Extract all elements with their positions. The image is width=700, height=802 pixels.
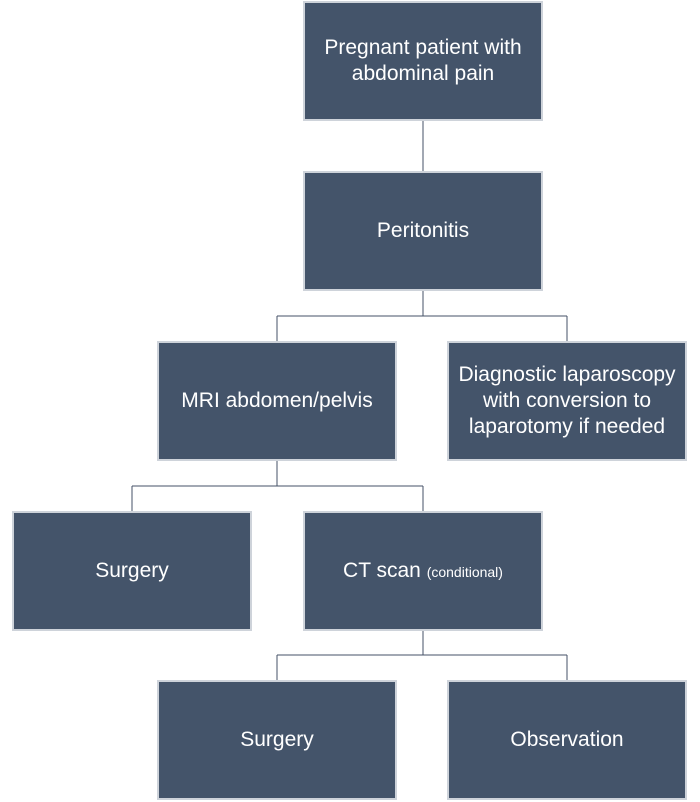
node-surgery-left-label: Surgery [95,559,169,582]
node-ct-scan: CT scan (conditional) [303,511,543,631]
node-peritonitis-label: Peritonitis [376,219,470,242]
node-ct-scan-label: CT scan [343,558,421,582]
node-surgery-bottom: Surgery [157,680,397,800]
node-observation-label: Observation [510,728,624,751]
node-mri: MRI abdomen/pelvis [157,341,397,461]
node-peritonitis: Peritonitis [303,171,543,291]
node-ct-scan-content: CT scan (conditional) [343,558,503,585]
node-pregnant-patient-label: Pregnant patient with abdominal pain [324,36,522,85]
node-surgery-left: Surgery [12,511,252,631]
node-diagnostic-laparoscopy: Diagnostic laparoscopy with conversion t… [447,341,687,461]
node-ct-scan-note: (conditional) [426,563,503,580]
node-surgery-bottom-label: Surgery [240,728,314,751]
node-diagnostic-laparoscopy-label: Diagnostic laparoscopy with conversion t… [458,363,676,438]
node-mri-label: MRI abdomen/pelvis [181,389,373,412]
node-observation: Observation [447,680,687,800]
node-pregnant-patient: Pregnant patient with abdominal pain [303,1,543,121]
